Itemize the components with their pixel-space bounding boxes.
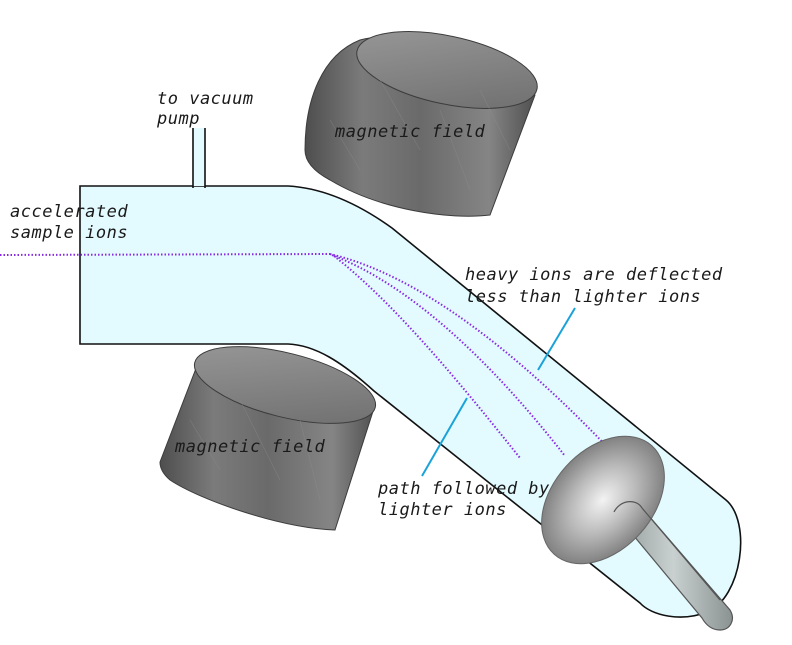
label-vacuum-line1: to vacuum	[157, 89, 254, 109]
pointer-heavy	[537, 307, 576, 371]
detector	[541, 435, 733, 631]
detector-disc	[541, 435, 665, 565]
ion-paths	[0, 253, 613, 459]
pointer-lighter	[421, 397, 468, 477]
magnet-top	[304, 31, 538, 217]
label-lighter-line2: lighter ions	[378, 500, 507, 520]
flight-tube	[79, 185, 742, 618]
ion-path-incoming	[0, 253, 331, 256]
label-sample-line1: accelerated	[10, 202, 128, 222]
label-heavy-line2: less than lighter ions	[465, 287, 701, 307]
magnet-bottom	[159, 346, 377, 531]
ion-path-heavy	[329, 253, 613, 453]
label-magnet-top: magnetic field	[334, 122, 486, 142]
label-sample-line2: sample ions	[10, 223, 128, 243]
ion-path-medium	[331, 254, 566, 457]
label-heavy-line1: heavy ions are deflected	[465, 265, 723, 285]
ion-path-light	[333, 255, 521, 459]
label-lighter-line1: path followed by	[377, 479, 550, 499]
vacuum-outlet	[193, 128, 205, 186]
label-magnet-bottom: magnetic field	[174, 437, 326, 457]
label-vacuum-line2: pump	[156, 109, 200, 129]
